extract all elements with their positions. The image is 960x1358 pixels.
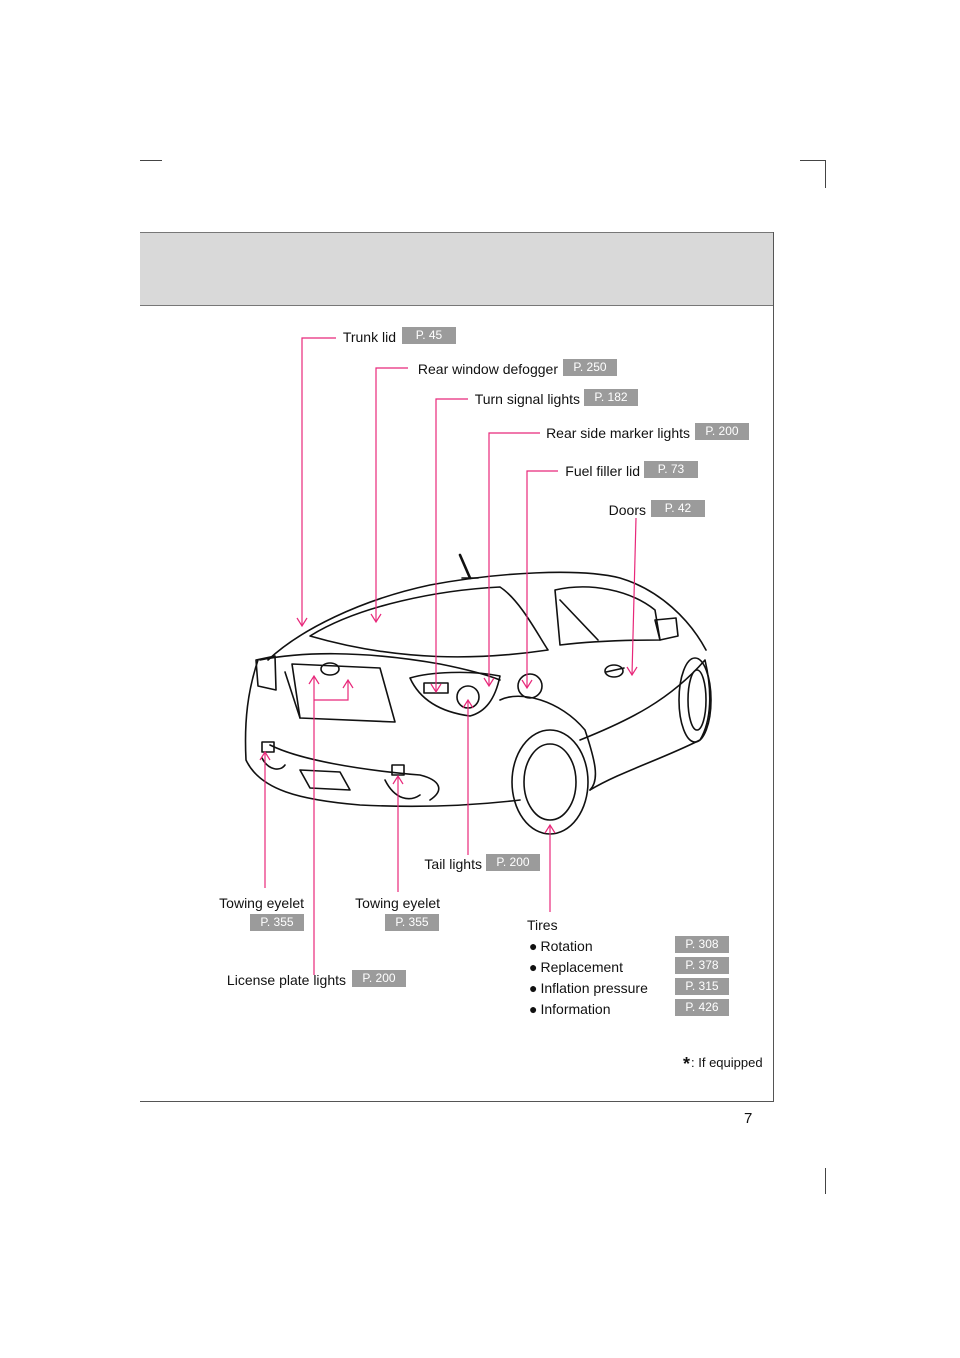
bullet-icon: ● — [529, 980, 538, 996]
frame-border-bottom — [140, 1101, 774, 1102]
crop-mark — [800, 160, 826, 161]
label-doors: Doors — [608, 502, 646, 518]
page-ref-rear-window-defogger[interactable]: P. 250 — [563, 359, 617, 376]
page-ref-towing-eyelet-left[interactable]: P. 355 — [250, 914, 304, 931]
leader-lines — [264, 337, 637, 975]
tires-title: Tires — [527, 917, 558, 933]
page-ref-towing-eyelet-right[interactable]: P. 355 — [385, 914, 439, 931]
tires-item-inflation-pressure: ●Inflation pressure — [529, 980, 648, 996]
label-towing-eyelet-left: Towing eyelet — [219, 895, 304, 911]
page-ref-fuel-filler-lid[interactable]: P. 73 — [644, 461, 698, 478]
tires-item-replacement: ●Replacement — [529, 959, 623, 975]
label-trunk-lid: Trunk lid — [342, 329, 396, 345]
page-ref-tires-replacement[interactable]: P. 378 — [675, 957, 729, 974]
label-tail-lights: Tail lights — [424, 856, 482, 872]
page-ref-turn-signal-lights[interactable]: P. 182 — [584, 389, 638, 406]
page-ref-tail-lights[interactable]: P. 200 — [486, 854, 540, 871]
bullet-icon: ● — [529, 938, 538, 954]
page-ref-rear-side-marker-lights[interactable]: P. 200 — [695, 423, 749, 440]
page-ref-tires-inflation-pressure[interactable]: P. 315 — [675, 978, 729, 995]
bullet-icon: ● — [529, 1001, 538, 1017]
tires-item-information: ●Information — [529, 1001, 611, 1017]
page-ref-tires-rotation[interactable]: P. 308 — [675, 936, 729, 953]
crop-mark — [140, 160, 162, 161]
tires-item-rotation: ●Rotation — [529, 938, 593, 954]
page-number: 7 — [744, 1110, 753, 1127]
bullet-icon: ● — [529, 959, 538, 975]
label-towing-eyelet-right: Towing eyelet — [355, 895, 440, 911]
label-license-plate-lights: License plate lights — [226, 972, 346, 988]
label-turn-signal-lights: Turn signal lights — [474, 391, 580, 407]
header-band — [140, 232, 774, 306]
crop-mark — [825, 160, 826, 188]
page-ref-trunk-lid[interactable]: P. 45 — [402, 327, 456, 344]
footnote: *: If equipped — [683, 1054, 763, 1074]
crop-mark — [825, 1168, 826, 1194]
page-ref-license-plate-lights[interactable]: P. 200 — [352, 970, 406, 987]
page-ref-tires-information[interactable]: P. 426 — [675, 999, 729, 1016]
label-rear-side-marker-lights: Rear side marker lights — [546, 425, 690, 441]
label-fuel-filler-lid: Fuel filler lid — [565, 463, 640, 479]
frame-border-right — [773, 232, 774, 1102]
label-rear-window-defogger: Rear window defogger — [417, 361, 558, 377]
asterisk-icon: * — [683, 1054, 691, 1074]
page-ref-doors[interactable]: P. 42 — [651, 500, 705, 517]
